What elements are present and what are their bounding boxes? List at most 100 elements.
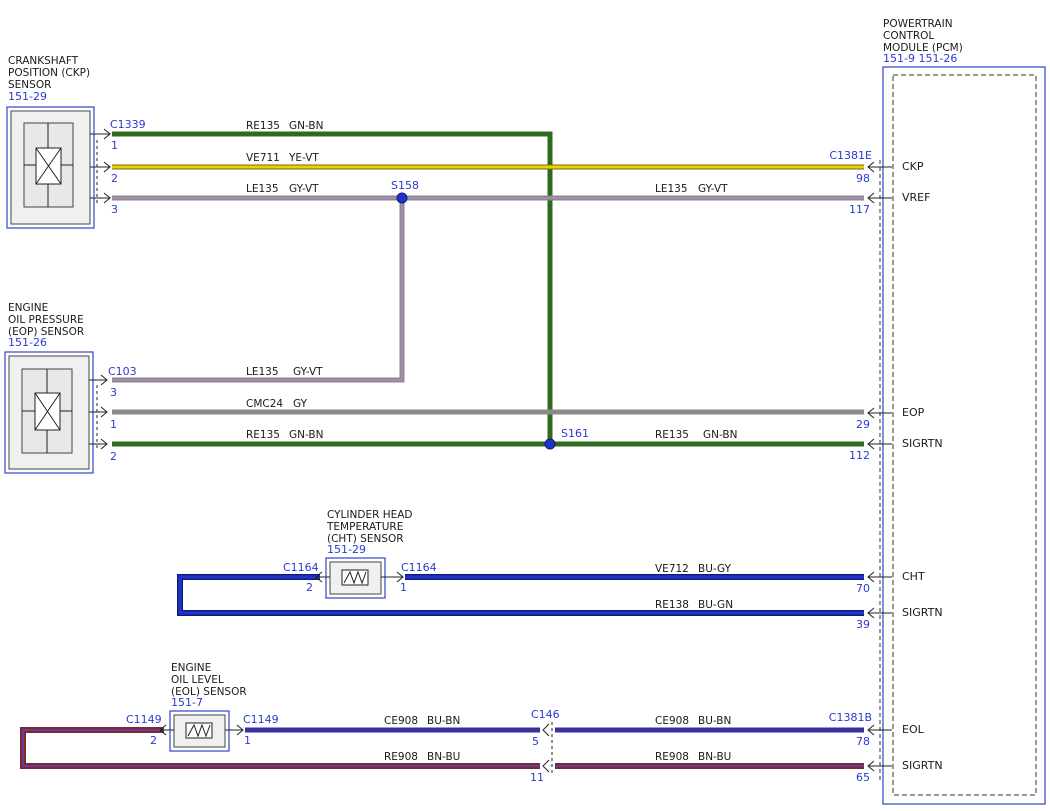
wire-label-color-13: BN-BU [427,751,460,763]
wire-label-color-14: BN-BU [698,751,731,763]
ckp-leads [24,123,73,207]
wire-label-circuit-5: LE135 [246,366,279,378]
ckp-pin-stubs [90,128,111,205]
pcm-connector-c1381e[interactable]: C1381E [829,149,872,162]
pcm-outline [882,66,1046,805]
eol-pin-right: 1 [244,734,251,747]
eop-sensor[interactable]: ENGINE OIL PRESSURE (EOP) SENSOR 151-26 [4,302,94,474]
wire-label-circuit-12: CE908 [655,715,689,727]
pcm-connector-c1381b[interactable]: C1381B [829,711,872,724]
splice-s158-dot[interactable] [396,192,408,204]
cht-connector-right[interactable]: C1164 [401,561,437,574]
wire-label-color-10: BU-GN [698,599,733,611]
wire-label-circuit-14: RE908 [655,751,689,763]
ckp-connector-label[interactable]: C1339 [110,118,146,131]
eop-connector-label[interactable]: C103 [108,365,137,378]
pcm-signal-sigrtn-65: SIGRTN [902,759,943,772]
eol-ref[interactable]: 151-7 [171,696,203,709]
eop-title-line-1: ENGINE [8,302,48,314]
wire-label-color-6: GY [293,398,308,410]
cht-pin-stubs [315,571,404,583]
wire-re908-sensor[interactable] [22,729,540,767]
cht-pin-right: 1 [400,581,407,594]
wire-label-color-12: BU-BN [698,715,731,727]
wire-label-circuit-11: CE908 [384,715,418,727]
eop-cross-icon [34,392,61,431]
pcm-signal-eol: EOL [902,723,925,736]
ckp-pin-2: 2 [111,172,118,185]
ckp-cross-icon [35,147,62,185]
ckp-title-line-1: CRANKSHAFT [8,55,79,67]
cht-ref[interactable]: 151-29 [327,543,366,556]
wire-label-circuit-7: RE135 [246,429,280,441]
eol-title-line-1: ENGINE [171,662,211,674]
eol-outline [169,710,230,752]
wire-label-color-8: GN-BN [703,429,737,441]
cht-pin-left: 2 [306,581,313,594]
wire-label-color-9: BU-GY [698,563,732,575]
wire-label-circuit-1: RE135 [246,120,280,132]
pcm-pin-65: 65 [856,771,870,784]
eol-title-line-3: (EOL) SENSOR [171,686,247,698]
ckp-title-line-2: POSITION (CKP) [8,67,90,79]
cht-title-line-1: CYLINDER HEAD [327,509,413,521]
c146-label[interactable]: C146 [531,708,560,721]
pcm-title-line-2: CONTROL [883,30,934,42]
cht-outline [325,557,386,599]
wire-label-circuit-2: VE711 [246,152,280,164]
pcm-inner [892,74,1037,796]
pcm-pin-arrows [867,161,892,772]
wire-label-color-4: GY-VT [698,183,728,195]
pcm-signal-ckp: CKP [902,160,924,173]
wire-re138[interactable] [178,575,864,615]
wire-le135-s158-stripe [112,198,403,381]
eop-pin-stubs [89,374,108,450]
pcm-signal-sigrtn-112: SIGRTN [902,437,943,450]
c146-pin-11: 11 [530,771,544,784]
wire-re135-ckp-to-s161[interactable] [112,131,553,444]
pcm-signal-sigrtn-39: SIGRTN [902,606,943,619]
ckp-title-line-3: SENSOR [8,79,51,91]
cht-connector-left[interactable]: C1164 [283,561,319,574]
wire-le135-s158-to-eop[interactable] [112,198,405,383]
eol-level-zigzag [187,723,211,738]
eol-sensor[interactable]: ENGINE OIL LEVEL (EOL) SENSOR 151-7 [169,662,247,752]
eol-connector-left[interactable]: C1149 [126,713,162,726]
eop-pin-2: 2 [110,450,117,463]
pcm-signal-vref: VREF [902,191,930,204]
pcm-pin-78: 78 [856,735,870,748]
pcm-pin-29: 29 [856,418,870,431]
wire-label-circuit-8: RE135 [655,429,689,441]
eop-ref[interactable]: 151-26 [8,336,47,349]
eop-pin-1: 1 [110,418,117,431]
pcm-title-line-1: POWERTRAIN [883,18,953,30]
splice-s161-dot[interactable] [544,438,556,450]
eol-title-line-2: OIL LEVEL [171,674,224,686]
c146-connector[interactable] [542,722,553,774]
eop-leads [22,369,72,453]
wire-label-circuit-9: VE712 [655,563,689,575]
wire-label-color-5: GY-VT [293,366,323,378]
splice-s158-label: S158 [391,179,419,192]
pcm-signal-eop: EOP [902,406,925,419]
ckp-ref[interactable]: 151-29 [8,90,47,103]
wire-label-circuit-13: RE908 [384,751,418,763]
pcm-pin-70: 70 [856,582,870,595]
eol-pin-stubs [159,724,244,736]
cht-thermistor-zigzag [343,570,367,585]
splice-s161-label: S161 [561,427,589,440]
c146-pin-5: 5 [532,735,539,748]
wire-label-circuit-6: CMC24 [246,398,283,410]
eol-connector-right[interactable]: C1149 [243,713,279,726]
eop-pin-3: 3 [110,386,117,399]
cht-sensor[interactable]: CYLINDER HEAD TEMPERATURE (CHT) SENSOR 1… [325,509,413,599]
ckp-pin-3: 3 [111,203,118,216]
pcm-ref[interactable]: 151-9 151-26 [883,52,957,65]
pcm-module[interactable]: POWERTRAIN CONTROL MODULE (PCM) 151-9 15… [829,18,1046,805]
ckp-pin-1: 1 [111,139,118,152]
pcm-signal-cht: CHT [902,570,925,583]
ckp-sensor[interactable]: CRANKSHAFT POSITION (CKP) SENSOR 151-29 [6,55,95,229]
wire-re138-outline [177,574,864,616]
wire-labels: RE135 GN-BN VE711 YE-VT LE135 GY-VT LE13… [246,120,737,763]
